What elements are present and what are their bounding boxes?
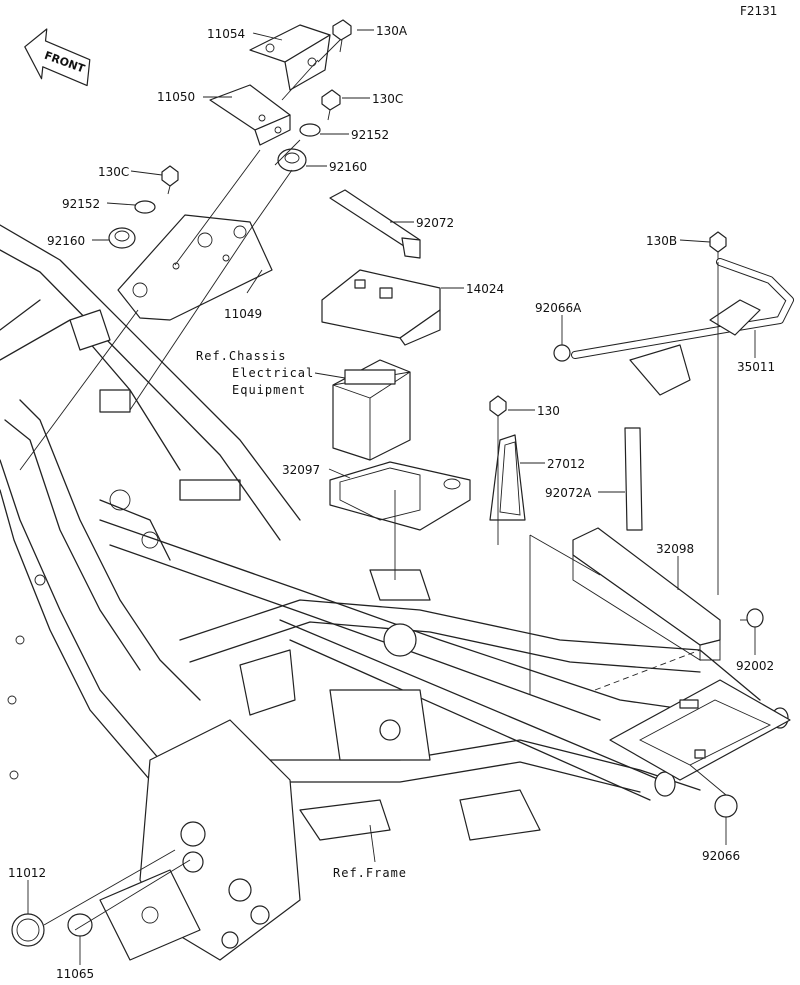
leader-lines — [19, 29, 756, 965]
callout-11049: 11049 — [224, 307, 262, 321]
part-92072-band[interactable] — [329, 189, 421, 259]
part-27012-bracket[interactable] — [489, 434, 526, 521]
ref-chassis-line2: Electrical — [232, 366, 314, 380]
ref-chassis-line1: Ref.Chassis — [196, 349, 286, 363]
callout-14024: 14024 — [466, 282, 504, 296]
callout-92152-left: 92152 — [62, 197, 100, 211]
callout-27012: 27012 — [547, 457, 585, 471]
callout-130B: 130B — [646, 234, 677, 248]
front-arrow-icon: FRONT — [24, 28, 91, 87]
part-11050-bracket[interactable] — [209, 84, 291, 146]
part-92066A-plug[interactable] — [553, 344, 571, 362]
frame-icon — [0, 224, 791, 961]
part-32098-tray[interactable] — [572, 527, 721, 661]
callout-35011: 35011 — [737, 360, 775, 374]
callout-130C-left: 130C — [98, 165, 129, 179]
callout-32097: 32097 — [282, 463, 320, 477]
part-92072A-band[interactable] — [624, 427, 643, 531]
battery-reference — [332, 359, 411, 461]
callout-11054: 11054 — [207, 27, 245, 41]
part-32097-case[interactable] — [329, 461, 471, 531]
figure-code: F2131 — [740, 4, 778, 18]
part-92002-bolt[interactable] — [740, 608, 764, 628]
callout-130A: 130A — [376, 24, 408, 38]
part-14024-cover[interactable] — [321, 269, 441, 346]
callout-11012: 11012 — [8, 866, 46, 880]
callout-11050: 11050 — [157, 90, 195, 104]
part-130-bolt[interactable] — [489, 395, 507, 428]
part-130C-bolt-left[interactable] — [161, 165, 179, 195]
callout-92066: 92066 — [702, 849, 740, 863]
callout-92066A: 92066A — [535, 301, 582, 315]
callout-92002: 92002 — [736, 659, 774, 673]
part-11065-cap[interactable] — [67, 913, 93, 937]
part-130A-bolt[interactable] — [332, 19, 352, 53]
part-35011-grab-rail[interactable] — [571, 258, 794, 396]
part-92160-grommet-left[interactable] — [108, 227, 136, 249]
callout-92160-left: 92160 — [47, 234, 85, 248]
part-92152-washer-left[interactable] — [134, 200, 156, 214]
part-92152-washer-top[interactable] — [299, 123, 321, 137]
part-130C-bolt-top[interactable] — [321, 89, 341, 121]
callout-130C-top: 130C — [372, 92, 403, 106]
part-130B-bolt[interactable] — [709, 231, 727, 262]
part-92066-plug[interactable] — [714, 794, 738, 818]
part-92160-grommet-top[interactable] — [277, 148, 307, 172]
callout-32098: 32098 — [656, 542, 694, 556]
callout-92160-top: 92160 — [329, 160, 367, 174]
part-11012-cap[interactable] — [11, 913, 45, 947]
ref-frame: Ref.Frame — [333, 866, 407, 880]
ref-chassis-line3: Equipment — [232, 383, 306, 397]
part-11049-bracket[interactable] — [117, 214, 273, 321]
callout-11065: 11065 — [56, 967, 94, 981]
callout-92072: 92072 — [416, 216, 454, 230]
part-11054-bracket[interactable] — [249, 24, 331, 91]
callout-92072A: 92072A — [545, 486, 592, 500]
callout-92152-top: 92152 — [351, 128, 389, 142]
callout-130: 130 — [537, 404, 560, 418]
